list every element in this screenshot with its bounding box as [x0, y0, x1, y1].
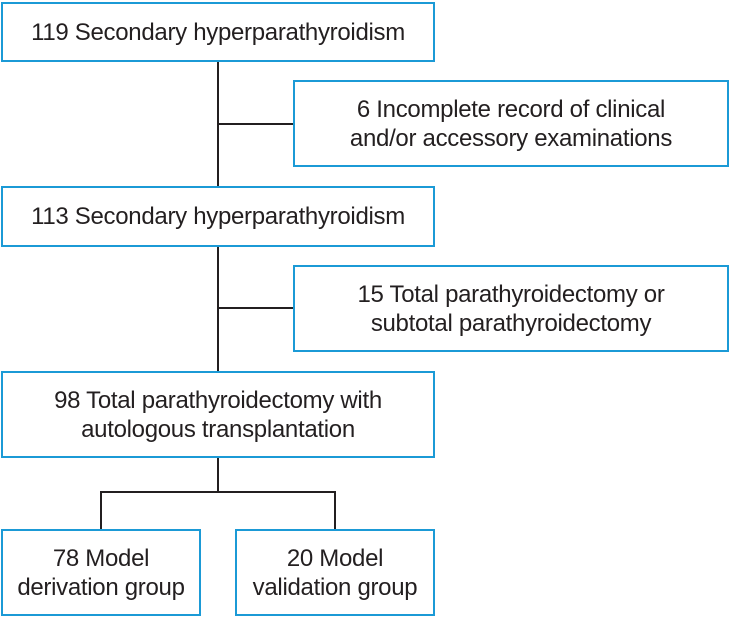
- validation-group-line-1: 20 Model: [286, 544, 384, 572]
- step-3-line-1: 98 Total parathyroidectomy with: [54, 386, 382, 414]
- connector-branch-exclusion-1: [217, 123, 295, 125]
- derivation-group-line-2: derivation group: [17, 573, 185, 601]
- derivation-group-box: 78 Model derivation group: [1, 529, 201, 616]
- step-3-box: 98 Total parathyroidectomy with autologo…: [1, 371, 435, 458]
- exclusion-2-line-1: 15 Total parathyroidectomy or: [357, 280, 665, 308]
- exclusion-1-line-2: and/or accessory examinations: [349, 124, 673, 152]
- exclusion-2-box: 15 Total parathyroidectomy or subtotal p…: [293, 265, 729, 352]
- validation-group-box: 20 Model validation group: [235, 529, 435, 616]
- step-3-line-2: autologous transplantation: [81, 415, 355, 443]
- connector-to-validation: [334, 491, 336, 530]
- connector-to-derivation: [100, 491, 102, 530]
- exclusion-1-line-1: 6 Incomplete record of clinical: [356, 95, 666, 123]
- connector-main-3: [217, 457, 219, 493]
- derivation-group-line-1: 78 Model: [52, 544, 150, 572]
- step-1-box: 119 Secondary hyperparathyroidism: [1, 2, 435, 62]
- exclusion-2-line-2: subtotal parathyroidectomy: [370, 309, 652, 337]
- validation-group-line-2: validation group: [252, 573, 418, 601]
- derivation-group-text: 78 Model derivation group: [17, 544, 185, 602]
- exclusion-1-text: 6 Incomplete record of clinical and/or a…: [350, 95, 672, 153]
- validation-group-text: 20 Model validation group: [253, 544, 418, 602]
- connector-branch-exclusion-2: [217, 307, 295, 309]
- step-2-box: 113 Secondary hyperparathyroidism: [1, 186, 435, 247]
- connector-split-horizontal: [100, 491, 336, 493]
- exclusion-2-text: 15 Total parathyroidectomy or subtotal p…: [357, 280, 664, 338]
- step-2-text: 113 Secondary hyperparathyroidism: [31, 203, 405, 230]
- connector-main-2: [217, 246, 219, 372]
- exclusion-1-box: 6 Incomplete record of clinical and/or a…: [293, 80, 729, 167]
- step-3-text: 98 Total parathyroidectomy with autologo…: [54, 386, 382, 444]
- step-1-text: 119 Secondary hyperparathyroidism: [31, 18, 405, 46]
